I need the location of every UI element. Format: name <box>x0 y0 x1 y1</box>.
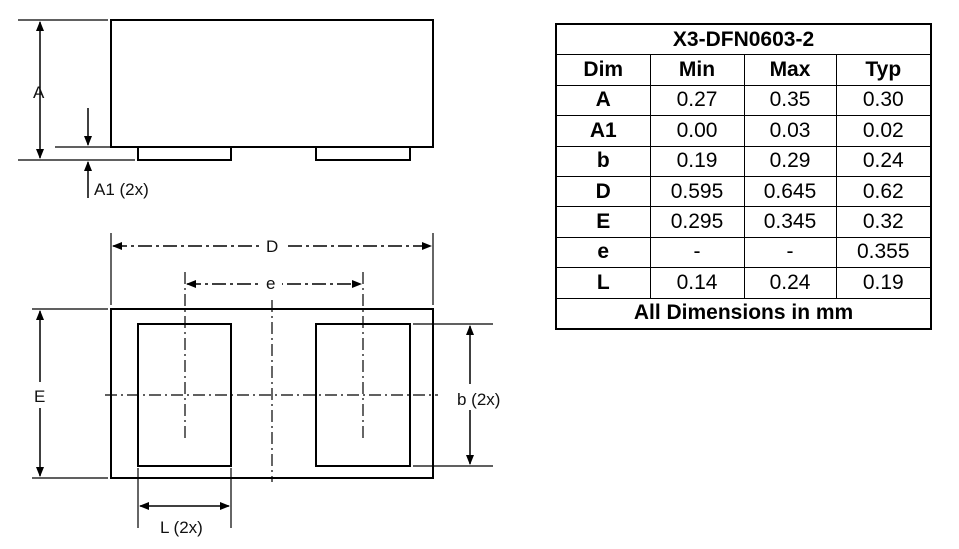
cell-max: 0.24 <box>743 267 837 299</box>
cell-min: 0.27 <box>649 84 745 117</box>
cell-typ: 0.19 <box>835 267 932 299</box>
table-footer-row: All Dimensions in mm <box>555 297 932 330</box>
label-L: L (2x) <box>160 518 203 537</box>
header-dim: Dim <box>555 54 651 86</box>
header-min: Min <box>649 54 745 86</box>
label-b: b (2x) <box>457 390 500 409</box>
cell-typ: 0.02 <box>835 115 932 147</box>
table-header-row: Dim Min Max Typ <box>555 54 932 86</box>
cell-typ: 0.30 <box>835 84 932 117</box>
cell-max: 0.645 <box>743 175 837 208</box>
cell-dim: A <box>555 84 651 117</box>
cell-typ: 0.62 <box>835 175 932 208</box>
pad-left-side <box>137 146 232 161</box>
table-row: A1 0.00 0.03 0.02 <box>555 115 932 147</box>
table-row: E 0.295 0.345 0.32 <box>555 206 932 238</box>
cell-max: 0.03 <box>743 115 837 147</box>
table-title: X3-DFN0603-2 <box>555 23 932 56</box>
header-max: Max <box>743 54 837 86</box>
cell-max: 0.35 <box>743 84 837 117</box>
package-body-side <box>110 19 434 148</box>
label-E: E <box>34 387 45 406</box>
cell-min: 0.595 <box>649 175 745 208</box>
cell-dim: L <box>555 267 651 299</box>
cell-typ: 0.355 <box>835 236 932 269</box>
table-footer: All Dimensions in mm <box>555 297 932 330</box>
table-title-row: X3-DFN0603-2 <box>555 23 932 56</box>
cell-dim: D <box>555 175 651 208</box>
table-row: b 0.19 0.29 0.24 <box>555 145 932 177</box>
cell-max: 0.345 <box>743 206 837 238</box>
cell-typ: 0.24 <box>835 145 932 177</box>
cell-dim: A1 <box>555 115 651 147</box>
label-D: D <box>266 237 278 256</box>
cell-dim: b <box>555 145 651 177</box>
cell-max: - <box>743 236 837 269</box>
side-view: A A1 (2x) <box>18 19 434 199</box>
cell-min: 0.14 <box>649 267 745 299</box>
cell-max: 0.29 <box>743 145 837 177</box>
cell-dim: E <box>555 206 651 238</box>
table-row: A 0.27 0.35 0.30 <box>555 84 932 117</box>
label-e: e <box>266 274 275 293</box>
top-view: D e E b (2x) L (2x) <box>29 233 517 537</box>
cell-dim: e <box>555 236 651 269</box>
table-row: e - - 0.355 <box>555 236 932 269</box>
cell-min: 0.19 <box>649 145 745 177</box>
dimensions-table: X3-DFN0603-2 Dim Min Max Typ A 0.27 0.35… <box>555 23 933 330</box>
table-row: D 0.595 0.645 0.62 <box>555 175 932 208</box>
cell-typ: 0.32 <box>835 206 932 238</box>
label-A: A <box>33 83 45 102</box>
cell-min: - <box>649 236 745 269</box>
header-typ: Typ <box>835 54 932 86</box>
cell-min: 0.295 <box>649 206 745 238</box>
cell-min: 0.00 <box>649 115 745 147</box>
pad-right-side <box>315 146 411 161</box>
label-A1: A1 (2x) <box>94 180 149 199</box>
table-row: L 0.14 0.24 0.19 <box>555 267 932 299</box>
